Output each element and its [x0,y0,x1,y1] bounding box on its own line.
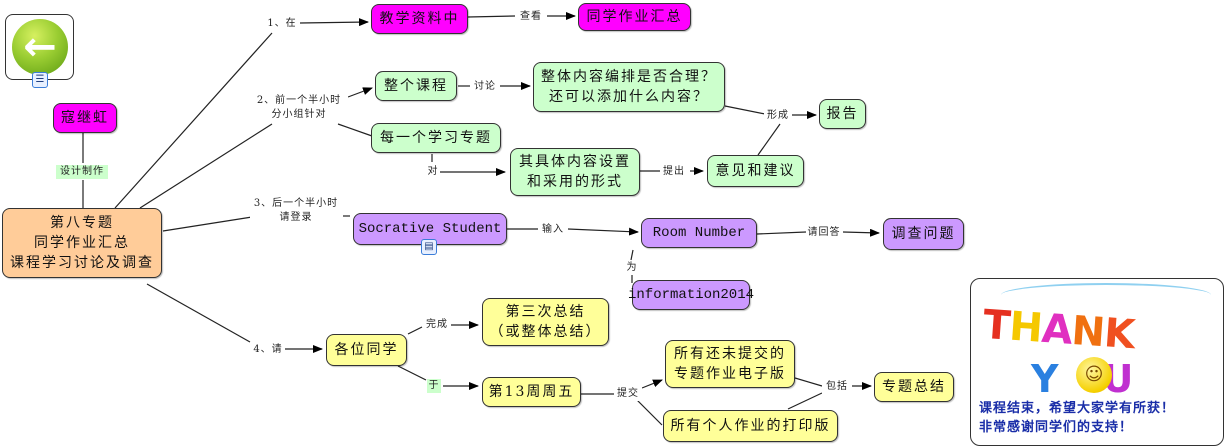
deadline-node[interactable]: 第13周周五 [482,377,581,407]
thank-word: THANK [981,301,1136,359]
branch2-label: 2、前一个半小时 分小组针对 [250,94,348,121]
author-link-label: 设计制作 [56,165,108,179]
to-link-label: 对 [426,165,440,179]
is-link-label: 为 [625,261,639,275]
teaching-materials-node[interactable]: 教学资料中 [371,4,468,34]
input-link-label: 输入 [539,223,567,237]
include-link-label: 包括 [822,380,852,394]
advice-node[interactable]: 意见和建议 [707,155,804,187]
root-topic-node[interactable]: 第八专题 同学作业汇总 课程学习讨论及调查 [2,208,162,278]
printed-homework-node[interactable]: 所有个人作业的打印版 [663,410,838,442]
branch3-label: 3、后一个半小时 请登录 [250,197,342,224]
left-arrow-circle-icon: ← [12,19,68,75]
room-number-node[interactable]: Room Number [641,218,757,248]
room-value-node[interactable]: information2014 [628,280,754,310]
sitemap-icon[interactable]: ☰ [32,72,48,88]
electronic-homework-node[interactable]: 所有还未提交的 专题作业电子版 [665,340,795,388]
view-link-label: 查看 [516,10,546,24]
students-node[interactable]: 各位同学 [326,334,407,366]
third-summary-node[interactable]: 第三次总结 （或整体总结） [482,298,609,346]
branch4-label: 4、请 [252,343,284,357]
survey-node[interactable]: 调查问题 [883,218,964,250]
image-attachment-icon[interactable]: ▤ [421,239,437,255]
form-link-label: 形成 [764,109,792,123]
content-form-node[interactable]: 其具体内容设置 和采用的形式 [510,148,640,196]
raise-link-label: 提出 [660,165,688,179]
answer-link-label: 请回答 [806,226,842,240]
back-button[interactable]: ← [5,14,74,80]
thank-you-message: 课程结束，希望大家学有所获！ 非常感谢同学们的支持！ [979,401,1176,435]
homework-summary-node[interactable]: 同学作业汇总 [578,3,691,31]
author-node[interactable]: 寇继虹 [53,103,117,133]
discuss-link-label: 讨论 [471,80,499,94]
smiley-icon: ☺ [1076,357,1112,393]
topic-summary-node[interactable]: 专题总结 [874,372,954,402]
report-node[interactable]: 报告 [819,99,866,129]
whole-course-node[interactable]: 整个课程 [375,71,457,101]
each-topic-node[interactable]: 每一个学习专题 [371,123,501,153]
on-link-label: 于 [427,379,441,393]
branch1-label: 1、在 [264,17,300,31]
question-node[interactable]: 整体内容编排是否合理？ 还可以添加什么内容？ [533,62,725,112]
ribbon-decoration [1001,283,1211,307]
submit-link-label: 提交 [614,387,642,401]
complete-link-label: 完成 [423,318,451,332]
